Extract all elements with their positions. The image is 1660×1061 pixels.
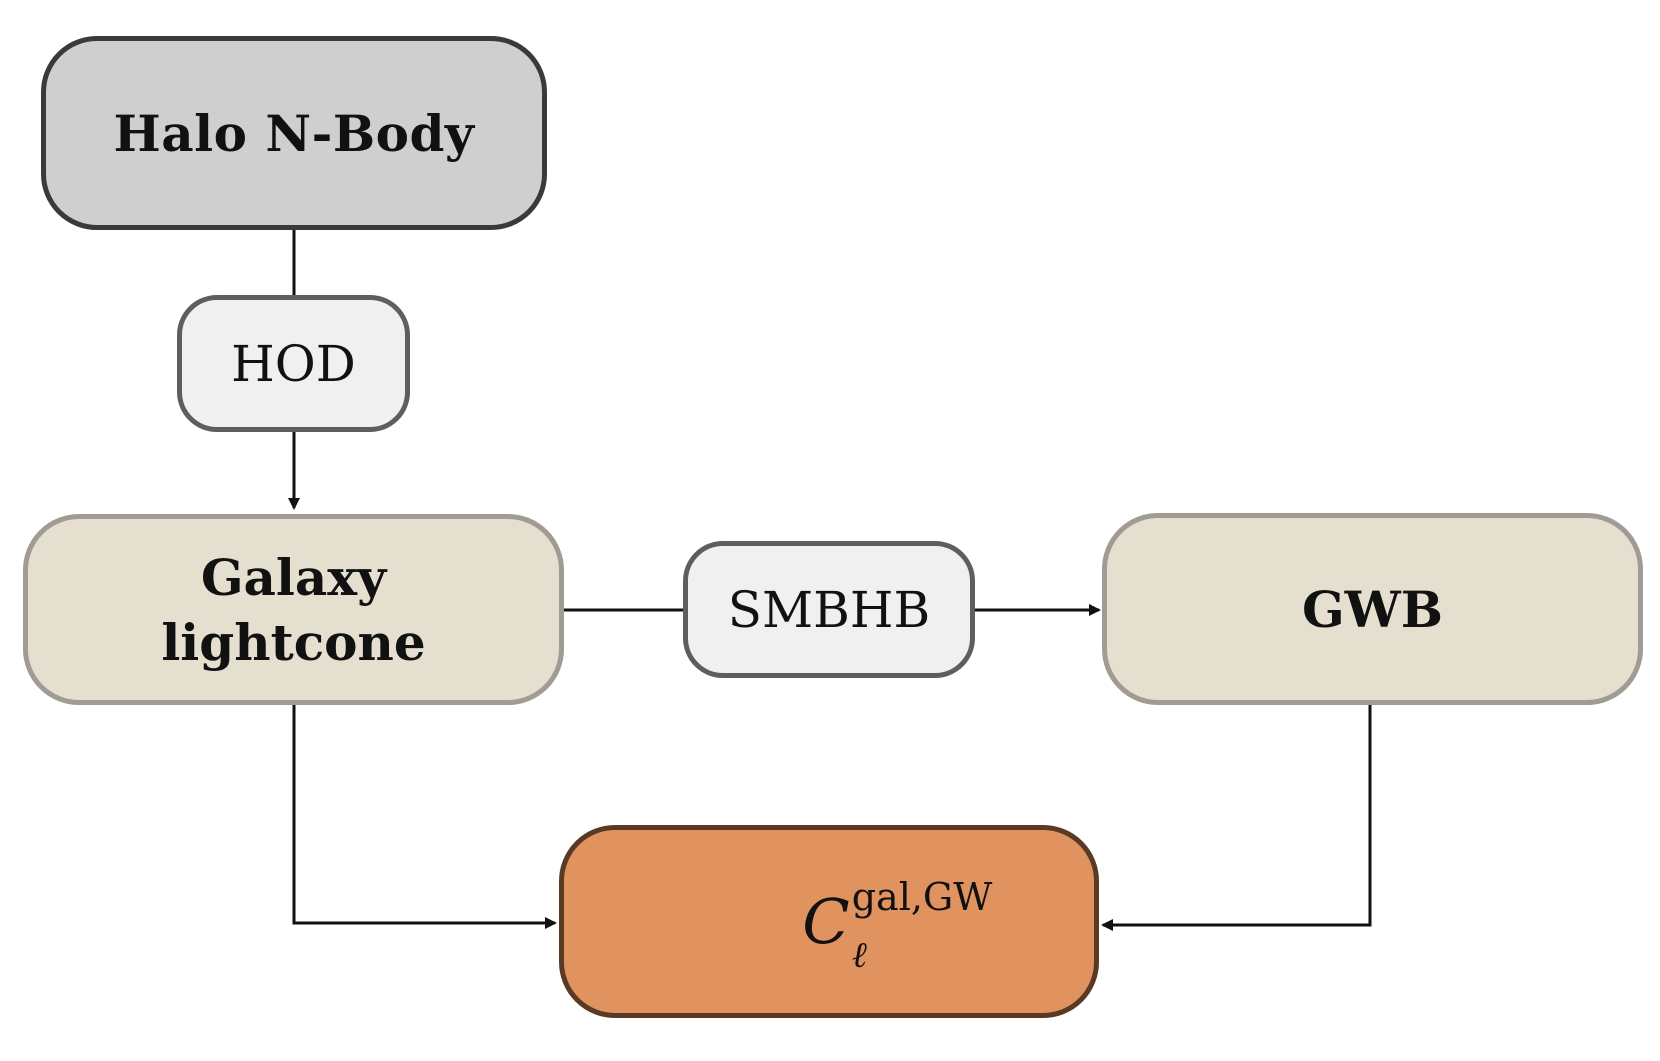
- node-galaxy-lightcone-label: Galaxy lightcone: [161, 547, 426, 672]
- node-smbhb: SMBHB: [683, 541, 975, 678]
- cross-correlation-symbol: C gal,GW ℓ: [802, 875, 992, 976]
- node-hod-label: HOD: [231, 334, 356, 393]
- cl-superscript: gal,GW: [851, 875, 993, 919]
- edge-galaxy-to-cl: [292, 705, 557, 929]
- node-smbhb-label: SMBHB: [727, 580, 931, 639]
- edge-gwb-to-cl: [1101, 705, 1372, 931]
- node-halo-nbody: Halo N-Body: [41, 36, 547, 230]
- node-halo-nbody-label: Halo N-Body: [113, 103, 475, 163]
- node-gwb: GWB: [1102, 513, 1643, 705]
- node-hod: HOD: [177, 295, 410, 432]
- node-galaxy-lightcone: Galaxy lightcone: [23, 514, 564, 705]
- node-cross-correlation: C gal,GW ℓ: [559, 825, 1099, 1018]
- cl-symbol: C: [802, 885, 850, 958]
- cl-subscript: ℓ: [851, 935, 867, 976]
- node-gwb-label: GWB: [1301, 579, 1444, 639]
